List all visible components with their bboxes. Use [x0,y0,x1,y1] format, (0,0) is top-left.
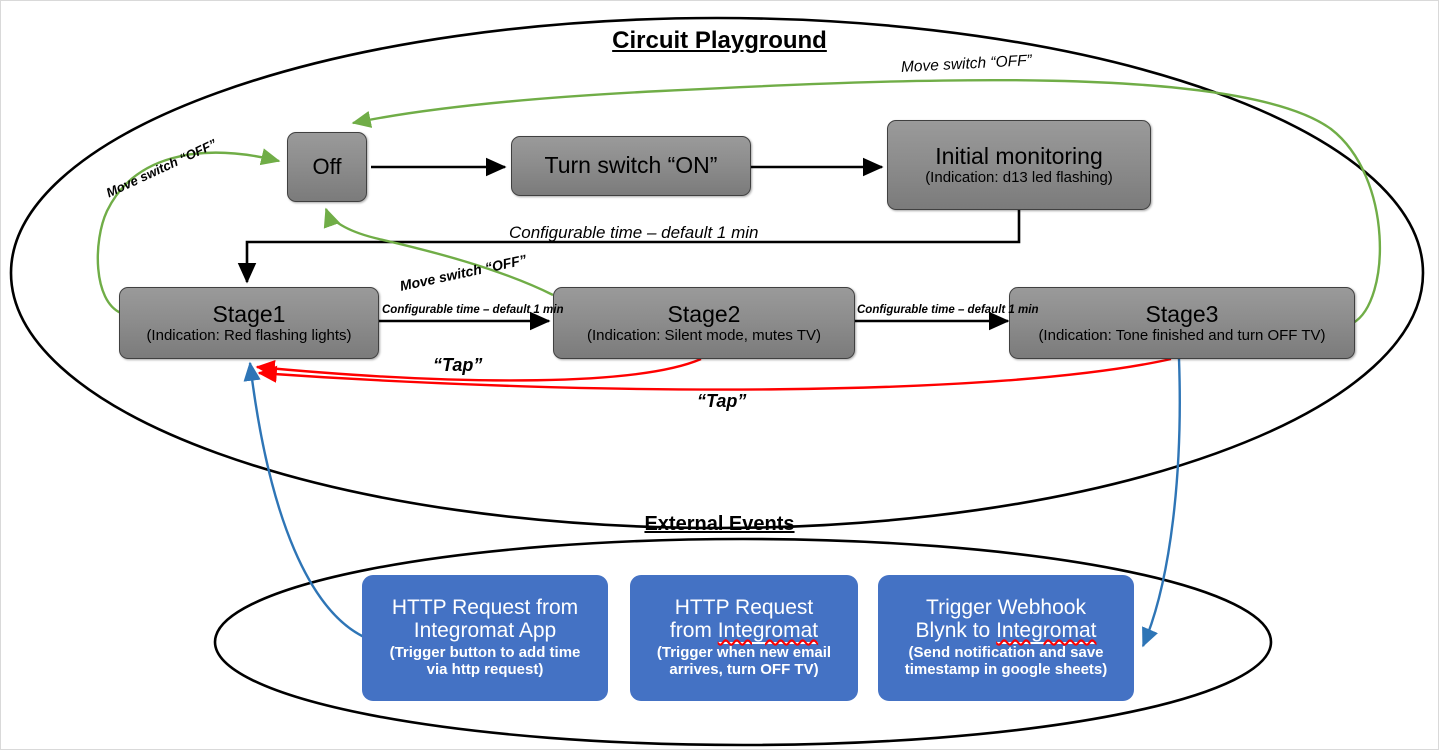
event3-detail1: (Send notification and save [908,644,1104,662]
arrow-initial-to-stage1 [237,210,1021,284]
arrow-stage3-to-stage1-tap [257,357,1172,391]
node-off[interactable]: Off [287,132,367,202]
event2-detail2: arrives, turn OFF TV) [669,660,819,678]
event1-line1: HTTP Request from [391,596,579,620]
event-box-http-request-from-integromat[interactable]: HTTP Request from Integromat (Trigger wh… [630,575,858,701]
event-box-http-request-integromat-app[interactable]: HTTP Request from Integromat App (Trigge… [362,575,608,701]
event1-line2: Integromat App [413,618,557,642]
circuit-playground-boundary [9,16,1425,530]
event3-line1: Trigger Webhook [926,596,1086,620]
event1-detail2: via http request) [426,660,544,678]
node-stage1[interactable]: Stage1 (Indication: Red flashing lights) [119,287,379,359]
circuit-playground-title: Circuit Playground [612,27,827,54]
external-events-title: External Events [644,513,795,535]
node-turn-switch-on[interactable]: Turn switch “ON” [511,136,751,196]
label-move-switch-off-top-right: Move switch “OFF” [900,52,1033,76]
node-stage1-subtitle: (Indication: Red flashing lights) [146,326,352,344]
event3-line2-prefix: Blynk to [915,618,997,642]
event3-detail2: timestamp in google sheets) [904,660,1108,678]
node-initial-monitoring[interactable]: Initial monitoring (Indication: d13 led … [887,120,1151,210]
event1-detail1: (Trigger button to add time [389,644,581,662]
label-configurable-time-stage1-stage2: Configurable time – default 1 min [382,304,564,316]
event2-line1: HTTP Request [674,596,814,620]
node-stage3[interactable]: Stage3 (Indication: Tone finished and tu… [1009,287,1355,359]
node-stage1-title: Stage1 [212,301,286,328]
node-stage3-subtitle: (Indication: Tone finished and turn OFF … [1038,326,1326,344]
event2-line2-word: Integromat [717,618,819,644]
event3-line2-word: Integromat [996,618,1097,644]
event-box-trigger-webhook-blynk[interactable]: Trigger Webhook Blynk to Integromat (Sen… [878,575,1134,701]
node-stage2-subtitle: (Indication: Silent mode, mutes TV) [587,326,821,344]
node-turn-switch-on-title: Turn switch “ON” [544,152,718,179]
label-tap-lower: “Tap” [697,391,747,411]
node-stage2[interactable]: Stage2 (Indication: Silent mode, mutes T… [553,287,855,359]
event3-line2: Blynk to Integromat [915,618,1097,644]
event2-line2-prefix: from [669,618,718,642]
node-off-title: Off [312,153,342,179]
node-stage3-title: Stage3 [1145,301,1219,328]
label-move-switch-off-mid: Move switch “OFF” [398,251,528,294]
label-move-switch-off-left: Move switch “OFF” [103,136,219,201]
arrow-stage3-to-event3-blue [1141,358,1181,648]
label-tap-upper: “Tap” [433,355,483,375]
event2-detail1: (Trigger when new email [656,644,832,662]
node-initial-monitoring-subtitle: (Indication: d13 led flashing) [925,168,1113,186]
arrow-event1-to-stage1-blue [243,361,365,639]
label-configurable-time-stage2-stage3: Configurable time – default 1 min [857,304,1039,316]
label-configurable-time-main: Configurable time – default 1 min [509,223,759,242]
node-initial-monitoring-title: Initial monitoring [935,143,1103,170]
event2-line2: from Integromat [669,618,819,644]
node-stage2-title: Stage2 [667,301,741,328]
